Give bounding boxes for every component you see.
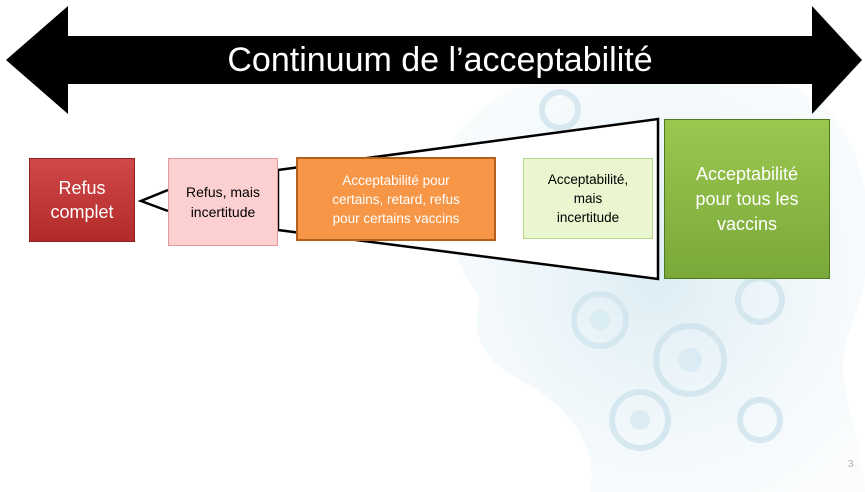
box-acceptabilite-tous-label: Acceptabilité pour tous les vaccins [695,163,799,234]
box-acceptabilite-incertitude-label: Acceptabilité, mais incertitude [547,172,629,225]
double-arrow-icon [6,6,862,114]
box-refus-incertitude-label: Refus, mais incertitude [186,184,260,220]
page-number: 3 [848,459,854,470]
box-refus-incertitude: Refus, mais incertitude [168,158,278,246]
continuum-title: Continuum de l’acceptabilité [227,41,653,79]
box-refus-complet: Refus complet [29,158,135,242]
box-acceptabilite-incertitude: Acceptabilité, mais incertitude [523,158,653,239]
box-acceptabilite-tous: Acceptabilité pour tous les vaccins [664,119,830,279]
box-acceptabilite-certains-label: Acceptabilité pour certains, retard, ref… [332,172,460,226]
box-acceptabilite-certains: Acceptabilité pour certains, retard, ref… [296,157,496,241]
box-refus-complet-label: Refus complet [50,178,114,222]
